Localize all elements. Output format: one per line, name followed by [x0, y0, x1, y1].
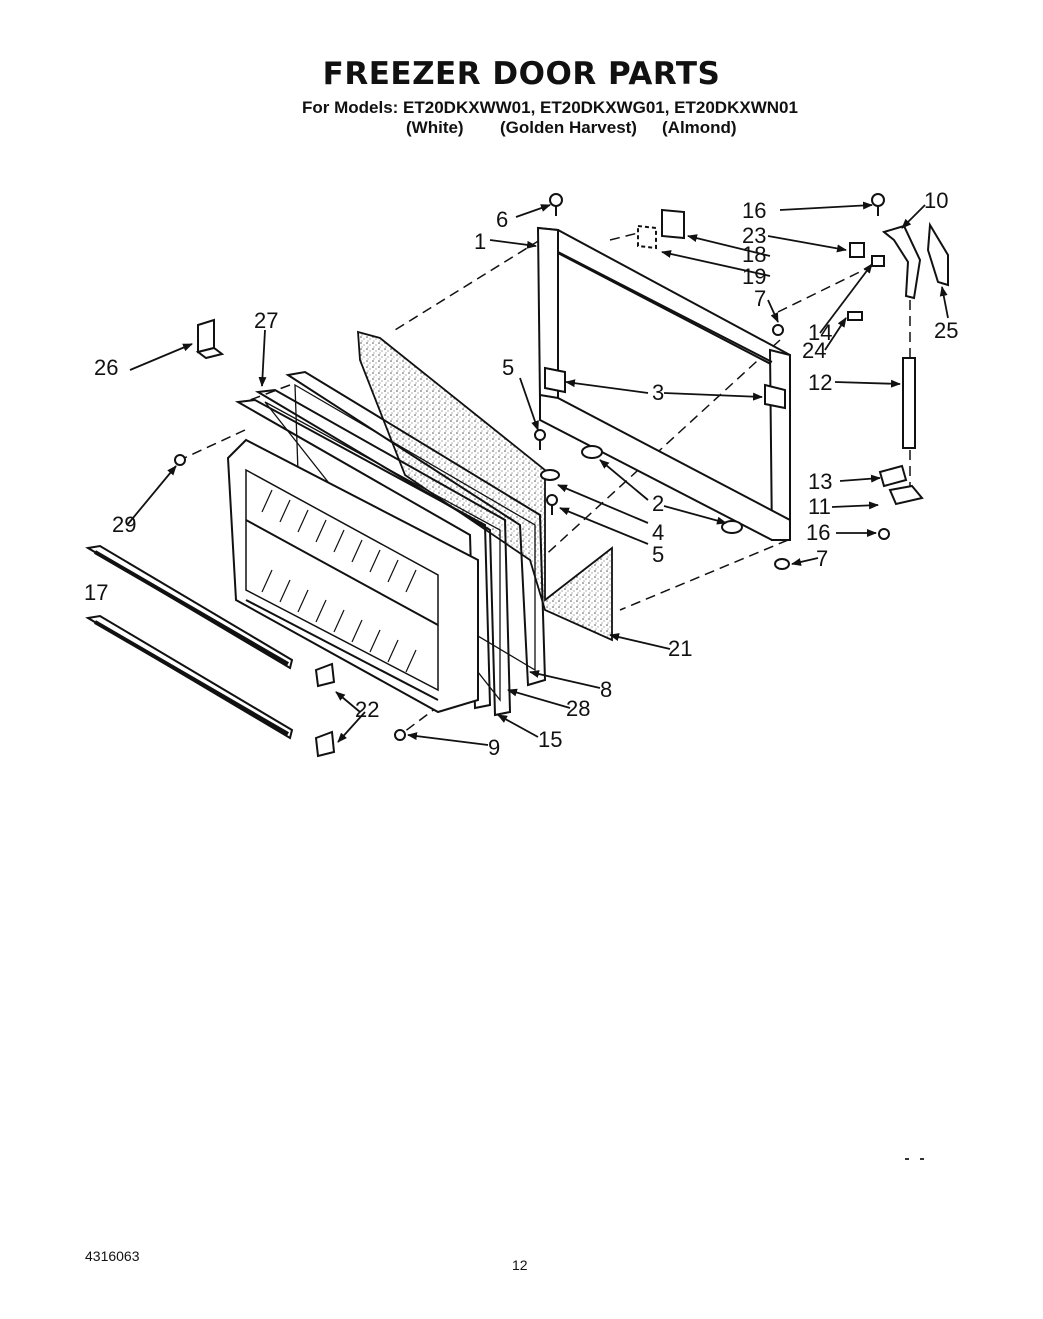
color-golden-harvest: (Golden Harvest)	[500, 118, 637, 137]
callout-15: 15	[538, 727, 562, 752]
clip-part	[195, 318, 225, 360]
callout-8: 8	[600, 677, 612, 702]
label-plates	[637, 208, 685, 250]
callout-9: 9	[488, 735, 500, 760]
callout-19: 19	[742, 264, 766, 289]
callout-18: 18	[742, 242, 766, 267]
callout-1: 1	[474, 229, 486, 254]
doc-number: 4316063	[85, 1248, 140, 1264]
page-number: 12	[512, 1257, 528, 1273]
end-caps	[314, 662, 336, 758]
callout-17: 17	[84, 580, 108, 605]
alignment-lines	[179, 229, 911, 736]
hinge-assembly	[847, 221, 949, 506]
callout-13: 13	[808, 469, 832, 494]
callout-24: 24	[802, 338, 826, 363]
callout-5-lower: 5	[652, 542, 664, 567]
callout-4: 4	[652, 520, 664, 545]
page-title: FREEZER DOOR PARTS	[322, 56, 721, 92]
shelf-ribs	[261, 489, 417, 673]
callout-12: 12	[808, 370, 832, 395]
door-seal	[234, 398, 492, 710]
brackets	[544, 366, 786, 410]
trim-strips	[85, 544, 294, 740]
callout-16-upper: 16	[742, 198, 766, 223]
callout-5-upper: 5	[502, 355, 514, 380]
callout-3: 3	[652, 380, 664, 405]
leader-lines	[127, 201, 949, 746]
callout-22: 22	[355, 697, 379, 722]
callout-27: 27	[254, 308, 278, 333]
callout-23: 23	[742, 223, 766, 248]
callout-21: 21	[668, 636, 692, 661]
callout-29: 29	[112, 512, 136, 537]
callout-28: 28	[566, 696, 590, 721]
callout-labels: 1 2 3 4 5 5 6 7 7 8 9 10 11 12 13 14 15 …	[84, 188, 958, 760]
callout-25: 25	[934, 318, 958, 343]
screws-and-nuts	[174, 193, 890, 741]
callout-10: 10	[924, 188, 948, 213]
callout-16-lower: 16	[806, 520, 830, 545]
callout-11: 11	[808, 494, 831, 519]
scan-marks	[905, 1158, 924, 1160]
callout-6: 6	[496, 207, 508, 232]
callout-2: 2	[652, 491, 664, 516]
callout-7-lower: 7	[816, 546, 828, 571]
inner-liner	[226, 438, 479, 714]
callout-14: 14	[808, 320, 832, 345]
models-line: For Models: ET20DKXWW01, ET20DKXWG01, ET…	[302, 98, 798, 117]
color-white: (White)	[406, 118, 464, 137]
callout-26: 26	[94, 355, 118, 380]
color-almond: (Almond)	[662, 118, 737, 137]
callout-7-upper: 7	[754, 286, 766, 311]
